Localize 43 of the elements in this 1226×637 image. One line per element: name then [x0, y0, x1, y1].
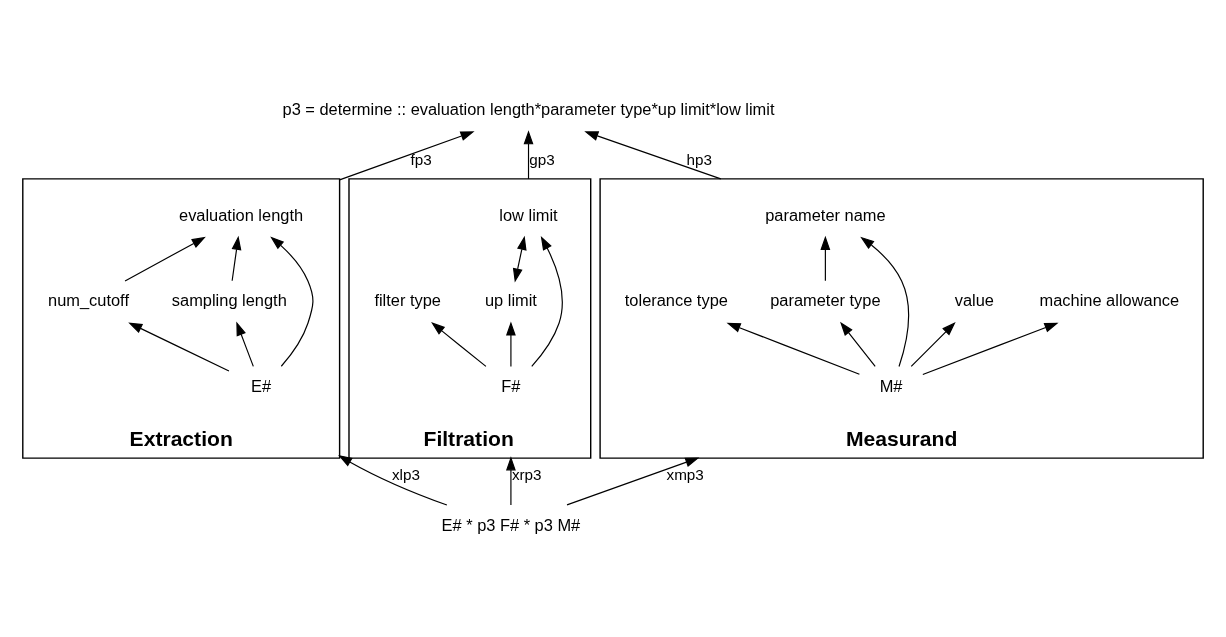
node-text: M# — [879, 377, 903, 396]
node-text: p3 = determine :: evaluation length*parameter type*up limit*low limit — [282, 100, 775, 119]
arrow — [860, 236, 909, 368]
arrow — [584, 131, 722, 180]
arrow — [512, 235, 527, 283]
arrow — [128, 322, 230, 372]
arrow — [338, 455, 448, 506]
node-text: machine allowance — [1039, 291, 1180, 310]
edge-label: fp3 — [410, 151, 432, 169]
arrow — [820, 235, 831, 282]
edge-label: hp3 — [686, 151, 712, 169]
node-text: F# — [501, 377, 521, 396]
arrow — [840, 321, 876, 367]
edge-label: xrp3 — [511, 465, 542, 483]
arrow — [523, 130, 534, 180]
arrow — [922, 322, 1059, 376]
node-text: low limit — [499, 205, 558, 224]
edge-label: xmp3 — [666, 465, 704, 483]
arrow — [231, 235, 242, 282]
arrow — [531, 236, 563, 367]
arrow — [910, 321, 956, 367]
node-text: filter type — [374, 291, 441, 310]
node-text: E# * p3 F# * p3 M# — [441, 515, 581, 534]
node-text: value — [954, 291, 995, 310]
arrow — [726, 322, 860, 375]
node-text: parameter name — [765, 205, 886, 224]
edge-label: xlp3 — [391, 465, 420, 483]
arrow — [236, 321, 254, 367]
arrow — [566, 457, 700, 506]
node-text: evaluation length — [179, 205, 304, 224]
arrow — [124, 236, 206, 282]
node-text: up limit — [484, 291, 537, 310]
arrow — [506, 456, 516, 506]
edge-label: gp3 — [529, 151, 555, 169]
arrow — [506, 321, 516, 367]
arrow — [339, 131, 475, 181]
node-text: num_cutoff — [48, 291, 129, 310]
node-text: E# — [250, 377, 272, 396]
arrow — [431, 322, 487, 367]
node-text: parameter type — [770, 291, 881, 310]
arrow — [270, 236, 314, 367]
node-text: tolerance type — [624, 291, 728, 310]
node-text: sampling length — [171, 291, 287, 310]
